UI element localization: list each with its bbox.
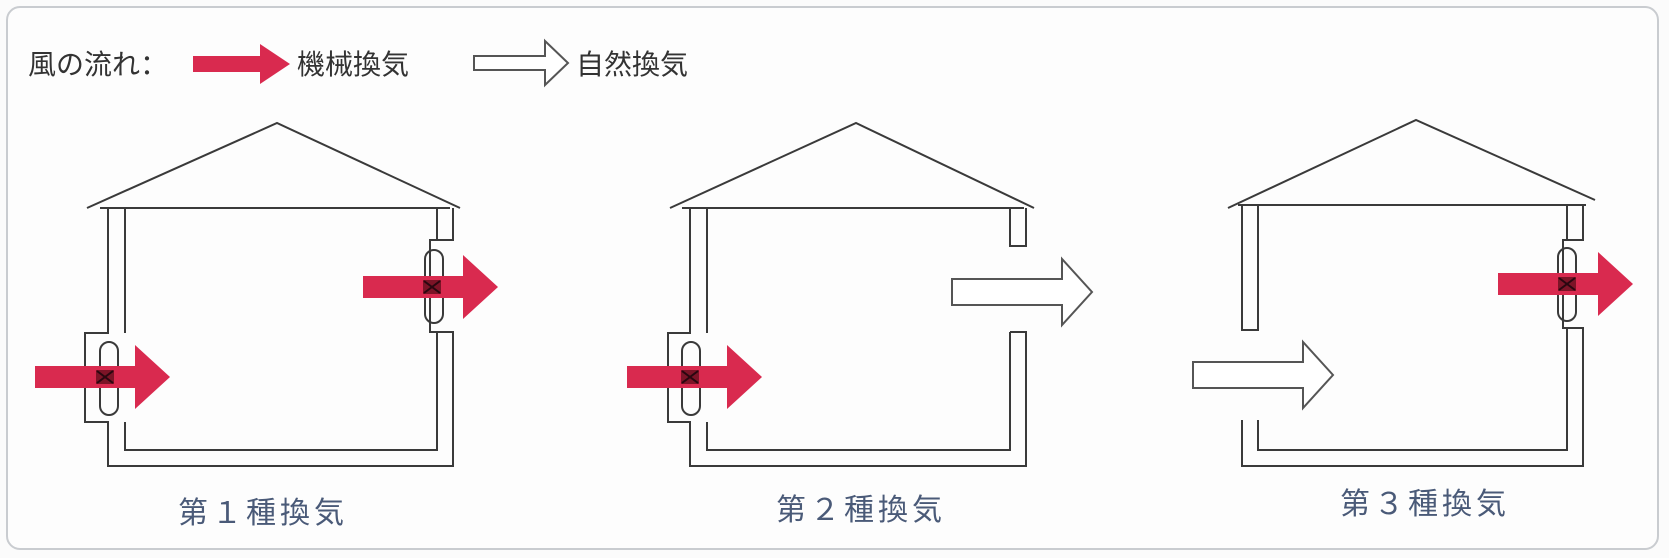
fan-icon — [680, 369, 700, 385]
caption-type-1: 第１種換気 — [178, 496, 348, 531]
mechanical-arrow-icon — [193, 44, 290, 84]
diagram-panel — [6, 6, 1659, 550]
natural-exhaust-arrow-2 — [951, 258, 1093, 326]
caption-type-3: 第３種換気 — [1340, 487, 1510, 522]
fan-icon — [1557, 276, 1577, 292]
legend-natural-label: 自然換気 — [576, 48, 688, 81]
caption-type-2: 第２種換気 — [776, 493, 946, 528]
legend-prefix: 風の流れ： — [28, 48, 168, 81]
fan-icon — [95, 369, 115, 385]
house-3 — [1227, 118, 1596, 467]
legend-mechanical-label: 機械換気 — [297, 48, 409, 81]
house-1 — [84, 121, 461, 467]
natural-arrow-icon — [473, 38, 570, 88]
fan-icon — [422, 279, 442, 295]
natural-supply-arrow-3 — [1192, 341, 1334, 409]
house-2 — [667, 121, 1035, 467]
